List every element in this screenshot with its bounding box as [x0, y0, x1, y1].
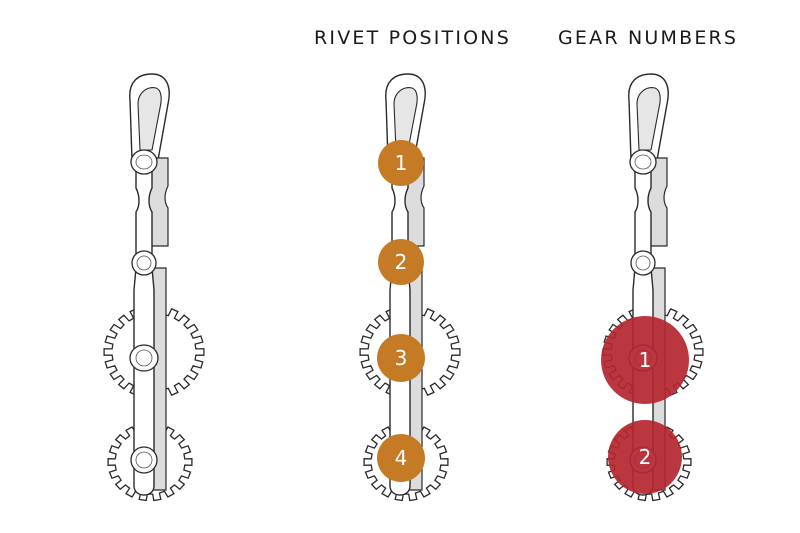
rivet-marker-4: 4	[377, 434, 425, 482]
gear-marker-label: 2	[639, 445, 652, 469]
rivet-marker-label: 4	[395, 446, 408, 470]
plain-pendant	[103, 73, 205, 502]
rivet-marker-label: 3	[395, 346, 408, 370]
gear-marker-1: 1	[601, 316, 689, 404]
gear-marker-label: 1	[639, 348, 652, 372]
rivet-marker-label: 2	[395, 250, 408, 274]
rivet-marker-1: 1	[378, 140, 424, 186]
gear-marker-2: 2	[608, 420, 682, 494]
rivet-marker-label: 1	[395, 151, 408, 175]
rivet-marker-3: 3	[377, 334, 425, 382]
rivet-positions-heading: RIVET POSITIONS	[314, 27, 511, 49]
rivet-marker-2: 2	[378, 239, 424, 285]
gear-numbers-heading: GEAR NUMBERS	[558, 27, 739, 49]
